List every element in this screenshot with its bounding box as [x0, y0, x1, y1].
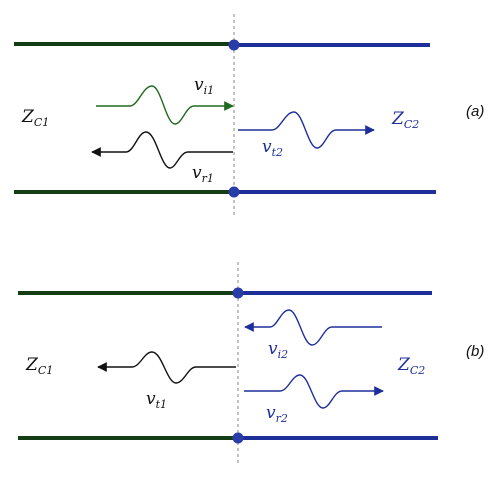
- panel-b-label: (b): [466, 343, 484, 360]
- panel-a-incident-label: vi1: [194, 75, 214, 97]
- panel-a: ZC1 ZC2 vi1 vr1 vt2 (a): [14, 14, 484, 216]
- panel-b-bottom-junction-dot: [232, 432, 244, 444]
- panel-b: ZC1 ZC2 vi2 vt1 vr2 (b): [18, 262, 484, 466]
- panel-b-transmitted-label: vt1: [146, 389, 167, 411]
- panel-a-label: (a): [466, 103, 484, 120]
- panel-b-transmitted-wave: [97, 351, 236, 384]
- panel-a-reflected-wave: [91, 131, 233, 169]
- panel-a-z1-label: ZC1: [21, 107, 49, 129]
- panel-a-top-junction-dot: [228, 39, 240, 51]
- panel-a-incident-wave: [96, 85, 234, 125]
- panel-b-reflected-label: vr2: [266, 403, 288, 425]
- panel-a-transmitted-label: vt2: [262, 137, 283, 159]
- panel-b-top-junction-dot: [232, 287, 244, 299]
- panel-b-z2-label: ZC2: [397, 355, 425, 377]
- panel-b-z1-label: ZC1: [25, 355, 53, 377]
- panel-a-bottom-junction-dot: [228, 186, 240, 198]
- panel-a-z2-label: ZC2: [391, 109, 419, 131]
- panel-b-reflected-wave: [244, 374, 384, 409]
- panel-b-incident-label: vi2: [268, 339, 288, 361]
- panel-a-transmitted-wave: [238, 111, 375, 149]
- panel-a-reflected-label: vr1: [192, 163, 214, 185]
- panel-b-incident-wave: [244, 309, 382, 346]
